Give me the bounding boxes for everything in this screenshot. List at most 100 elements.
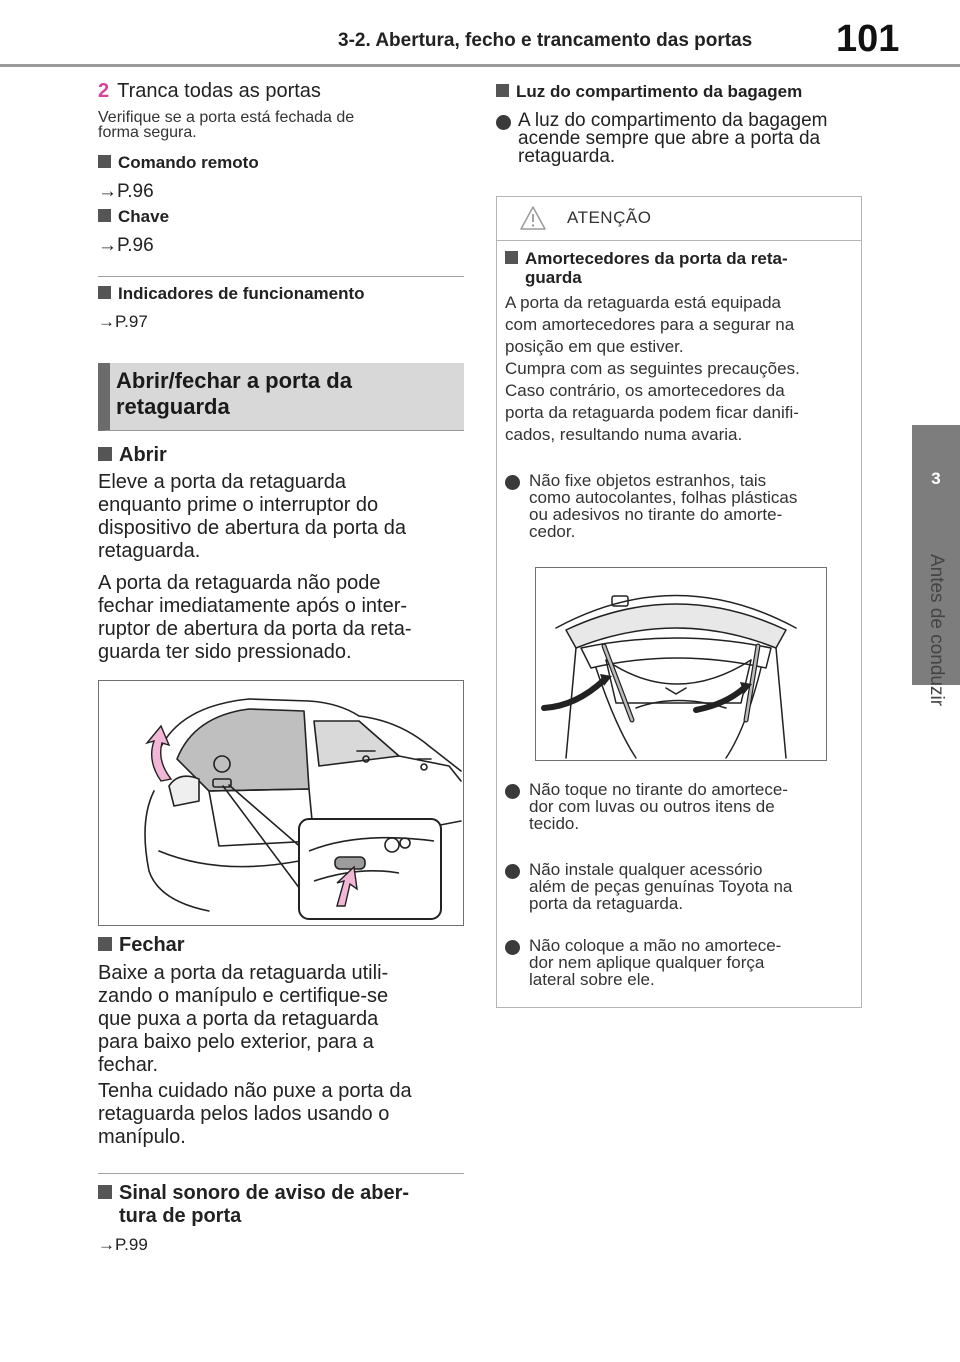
key-ref-link[interactable]: →P.96 — [98, 235, 154, 256]
heading-text: Sinal sonoro de aviso de aber- — [119, 1182, 410, 1204]
round-bullet-icon — [496, 115, 511, 130]
square-bullet-icon — [98, 209, 111, 222]
caution-title: ATENÇÃO — [567, 208, 652, 227]
heading-text: Chave — [118, 207, 170, 226]
text-line: porta da retaguarda. — [529, 894, 684, 913]
indicators-ref-link[interactable]: →P.97 — [98, 312, 148, 331]
chapter-name: Antes de conduzir — [926, 553, 947, 707]
text-line: A porta da retaguarda não pode — [98, 572, 381, 594]
heading-text: Fechar — [119, 934, 185, 956]
divider — [98, 276, 464, 277]
step-title: Tranca todas as portas — [117, 80, 321, 102]
square-bullet-icon — [98, 447, 112, 461]
heading-text: Comando remoto — [118, 153, 259, 172]
divider — [98, 1173, 464, 1174]
text-line: A luz do compartimento da bagagem — [518, 110, 828, 131]
caution-header: ATENÇÃO — [497, 197, 861, 241]
section-title: Abrir/fechar a porta da retaguarda — [116, 368, 352, 420]
section-title-line: retaguarda — [116, 394, 230, 419]
square-bullet-icon — [505, 251, 518, 264]
caution-box: ATENÇÃO Amortecedores da porta da reta- … — [496, 196, 862, 1008]
heading-text: tura de porta — [119, 1205, 242, 1227]
key-heading: Chave — [98, 207, 169, 227]
text-line: cados, resultando numa avaria. — [505, 425, 743, 444]
square-bullet-icon — [98, 155, 111, 168]
back-door-dampers-illustration — [535, 567, 827, 761]
text-line: retaguarda pelos lados usando o — [98, 1103, 390, 1125]
text-line: dispositivo de abertura da porta da — [98, 517, 406, 539]
chapter-tab: 3 — [912, 425, 960, 685]
text-line: para baixo pelo exterior, para a — [98, 1031, 374, 1053]
text-line: Cumpra com as seguintes precauções. — [505, 359, 800, 378]
text-line: guarda ter sido pressionado. — [98, 641, 352, 663]
close-paragraph-2: Tenha cuidado não puxe a porta da retagu… — [98, 1080, 412, 1149]
text-line: ou adesivos no tirante do amorte- — [529, 505, 783, 524]
text-line: fechar imediatamente após o inter- — [98, 595, 408, 617]
text-line: Tenha cuidado não puxe a porta da — [98, 1080, 412, 1102]
light-heading: Luz do compartimento da bagagem — [496, 82, 802, 102]
text-line: retaguarda. — [98, 540, 201, 562]
text-line: como autocolantes, folhas plásticas — [529, 488, 798, 507]
caution-heading: Amortecedores da porta da reta- guarda — [505, 249, 788, 287]
text-line: Não toque no tirante do amortece- — [529, 780, 788, 799]
text-line: lateral sobre ele. — [529, 970, 655, 989]
square-bullet-icon — [98, 1185, 112, 1199]
heading-text: guarda — [525, 268, 582, 287]
round-bullet-icon — [505, 475, 520, 490]
text-line: enquanto prime o interruptor do — [98, 494, 379, 516]
text-line: Não coloque a mão no amortece- — [529, 936, 782, 955]
text-line: Eleve a porta da retaguarda — [98, 471, 346, 493]
section-title-band: Abrir/fechar a porta da retaguarda — [98, 363, 464, 431]
remote-ref-link[interactable]: →P.96 — [98, 181, 154, 202]
close-paragraph-1: Baixe a porta da retaguarda utili- zando… — [98, 962, 388, 1077]
open-door-dampers-drawing — [541, 594, 797, 759]
text-line: porta da retaguarda podem ficar danifi- — [505, 403, 799, 422]
text-line: com amortecedores para a segurar na — [505, 315, 795, 334]
text-line: Baixe a porta da retaguarda utili- — [98, 962, 389, 984]
section-title-line: Abrir/fechar a porta da — [116, 368, 352, 393]
text-line: zando o manípulo e certifique-se — [98, 985, 389, 1007]
text-line: ruptor de abertura da porta da reta- — [98, 618, 412, 640]
caution-bullet-1: Não fixe objetos estranhos, tais como au… — [505, 472, 857, 540]
close-heading: Fechar — [98, 934, 185, 957]
caution-bullet-4: Não coloque a mão no amortece- dor nem a… — [505, 937, 857, 988]
page-number: 101 — [836, 18, 900, 60]
step-number: 2 — [98, 80, 110, 102]
light-bullet: A luz do compartimento da bagagem acende… — [496, 110, 866, 167]
note-line: Verifique se a porta está fechada de — [98, 109, 355, 126]
round-bullet-icon — [505, 940, 520, 955]
note-line: forma segura. — [98, 124, 197, 141]
text-line: Não instale qualquer acessório — [529, 860, 763, 879]
text-line: retaguarda. — [518, 146, 616, 167]
heading-text: Abrir — [119, 444, 167, 466]
header-rule — [0, 64, 960, 67]
back-door-opener-illustration — [98, 680, 464, 926]
square-bullet-icon — [496, 84, 509, 97]
text-line: posição em que estiver. — [505, 337, 684, 356]
round-bullet-icon — [505, 864, 520, 879]
caution-bullet-3: Não instale qualquer acessório além de p… — [505, 861, 857, 912]
open-paragraph-2: A porta da retaguarda não pode fechar im… — [98, 572, 412, 664]
text-line: dor com luvas ou outros itens de — [529, 797, 775, 816]
heading-text: Indicadores de funcionamento — [118, 284, 365, 303]
running-header: 3-2. Abertura, fecho e trancamento das p… — [338, 30, 753, 51]
text-line: cedor. — [529, 522, 576, 541]
text-line: tecido. — [529, 814, 580, 833]
car-rear-drawing — [144, 698, 462, 920]
open-paragraph-1: Eleve a porta da retaguarda enquanto pri… — [98, 471, 406, 563]
text-line: acende sempre que abre a porta da — [518, 128, 821, 149]
caution-body: A porta da retaguarda está equipada com … — [505, 292, 800, 446]
step-2: 2 Tranca todas as portas — [98, 80, 321, 103]
indicators-heading: Indicadores de funcionamento — [98, 284, 365, 304]
heading-text: Amortecedores da porta da reta- — [525, 249, 788, 268]
text-line: dor nem aplique qualquer força — [529, 953, 765, 972]
square-bullet-icon — [98, 286, 111, 299]
heading-text: Luz do compartimento da bagagem — [516, 82, 803, 101]
buzzer-ref-link[interactable]: →P.99 — [98, 1235, 148, 1254]
remote-heading: Comando remoto — [98, 153, 259, 173]
step-2-note: Verifique se a porta está fechada de for… — [98, 109, 355, 141]
text-line: fechar. — [98, 1054, 159, 1076]
round-bullet-icon — [505, 784, 520, 799]
open-heading: Abrir — [98, 444, 167, 467]
buzzer-heading: Sinal sonoro de aviso de aber- tura de p… — [98, 1182, 409, 1228]
